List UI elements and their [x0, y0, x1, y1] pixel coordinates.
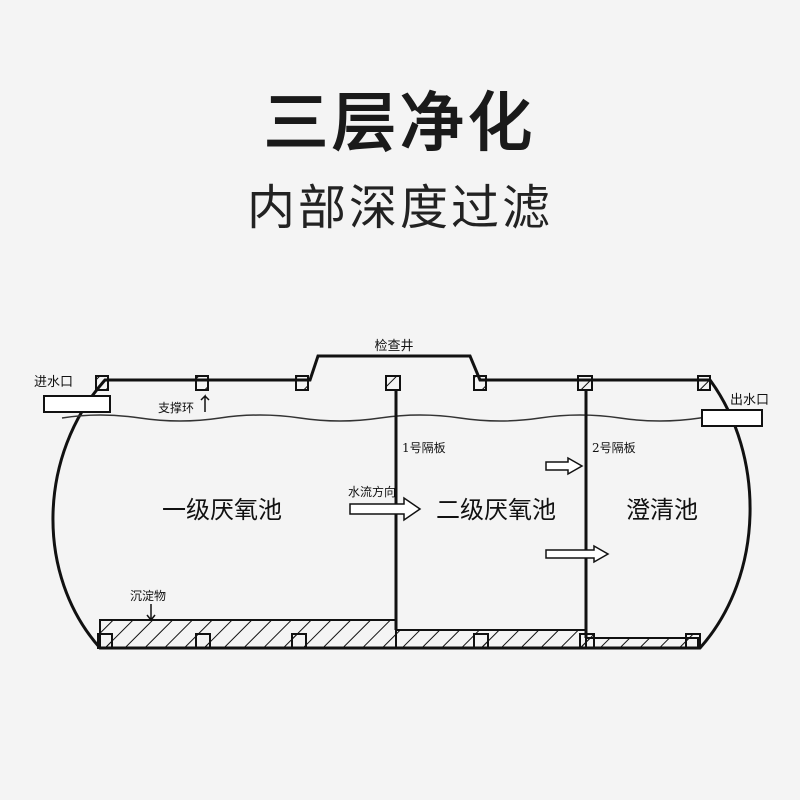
water-level-line — [61, 414, 749, 422]
label-flow-direction: 水流方向 — [348, 484, 396, 499]
sediment-arrow-icon — [146, 604, 156, 622]
flow-direction-arrow-icon — [349, 496, 422, 522]
label-partition-2: 2号隔板 — [592, 441, 636, 455]
flow-arrow-upper-icon — [545, 456, 584, 476]
label-sediment: 沉淀物 — [130, 589, 166, 603]
support-blocks-bottom — [97, 633, 701, 649]
label-partition-1: 1号隔板 — [402, 441, 446, 455]
flow-arrow-lower-icon — [545, 544, 610, 564]
label-outlet: 出水口 — [730, 393, 769, 408]
inlet-pipe — [43, 395, 111, 413]
page-subtitle: 内部深度过滤 — [246, 180, 553, 236]
tank-outline — [51, 354, 752, 650]
label-inspection-well: 检查井 — [374, 339, 413, 354]
label-chamber-3: 澄清池 — [626, 496, 698, 524]
sediment-layer-1 — [99, 619, 397, 649]
label-support-ring: 支撑环 — [158, 400, 194, 415]
support-blocks-top — [95, 375, 711, 391]
page-title: 三层净化 — [264, 87, 536, 161]
label-chamber-2: 二级厌氧池 — [436, 496, 556, 524]
outlet-pipe — [701, 409, 763, 427]
sediment-layer-2 — [395, 629, 587, 649]
label-inlet: 进水口 — [34, 375, 73, 390]
label-chamber-1: 一级厌氧池 — [162, 496, 282, 524]
support-ring-arrow-icon — [200, 394, 210, 412]
sediment-layer-3 — [585, 637, 699, 649]
